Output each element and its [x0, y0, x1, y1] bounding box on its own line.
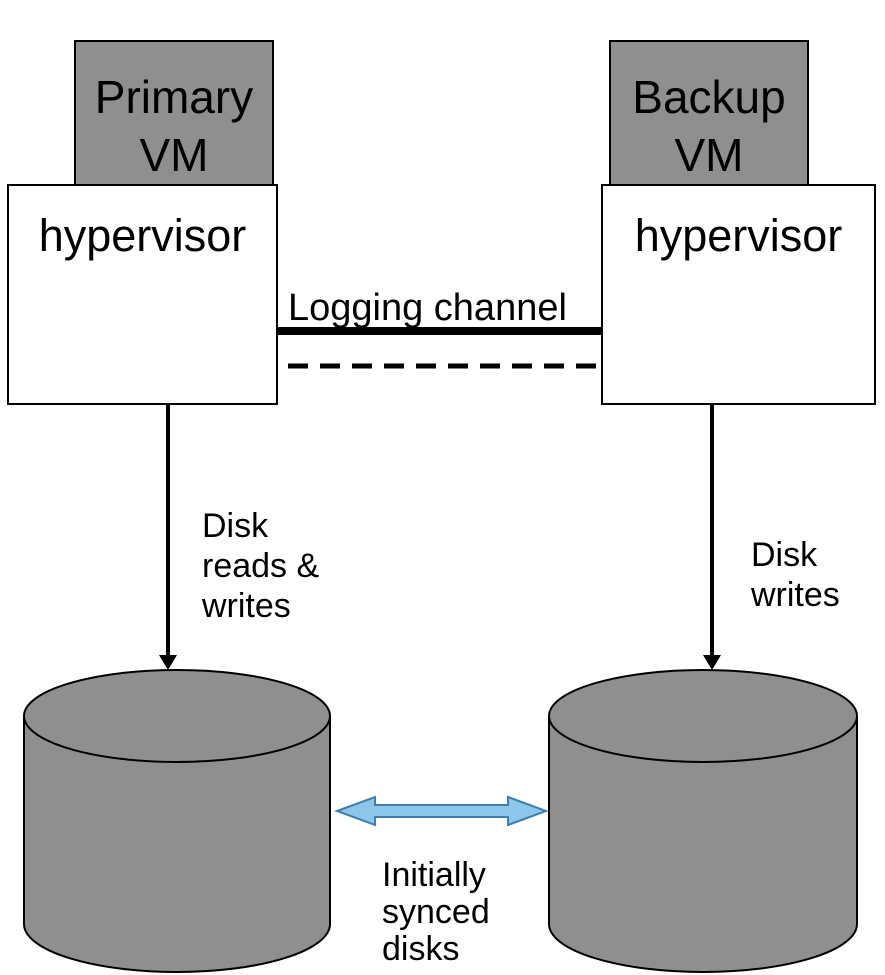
sync-label-line3: disks [382, 930, 460, 968]
primary-vm-box: Primary VM [74, 40, 274, 187]
backup-disk-io-line1: Disk [751, 536, 818, 574]
primary-disk-arrow [159, 403, 177, 670]
ack-dashed-arrow [254, 357, 628, 375]
sync-label-line2: synced [382, 893, 490, 931]
backup-vm-label-line2: VM [674, 129, 744, 181]
sync-label: Initially synced disks [382, 857, 490, 968]
backup-disk-io-label: Disk writes [751, 535, 840, 615]
primary-disk [23, 669, 331, 973]
primary-hypervisor-label: hypervisor [38, 210, 247, 261]
backup-disk-arrow [703, 403, 721, 670]
backup-hypervisor-label: hypervisor [634, 210, 843, 261]
sync-double-arrow [334, 795, 549, 827]
primary-vm-label-line2: VM [139, 129, 209, 181]
primary-vm-label-line1: Primary [94, 71, 254, 123]
sync-label-line1: Initially [382, 856, 486, 894]
backup-disk-io-line2: writes [751, 576, 840, 614]
backup-hypervisor-box: hypervisor [601, 184, 876, 405]
primary-disk-io-line3: writes [202, 587, 291, 625]
primary-disk-io-label: Disk reads & writes [202, 506, 319, 626]
primary-disk-io-line1: Disk [202, 507, 269, 545]
logging-channel-label: Logging channel [288, 287, 567, 329]
backup-disk [548, 669, 858, 973]
primary-hypervisor-box: hypervisor [7, 184, 278, 405]
backup-vm-box: Backup VM [609, 40, 809, 187]
backup-vm-label-line1: Backup [632, 71, 786, 123]
primary-disk-io-line2: reads & [202, 547, 320, 585]
